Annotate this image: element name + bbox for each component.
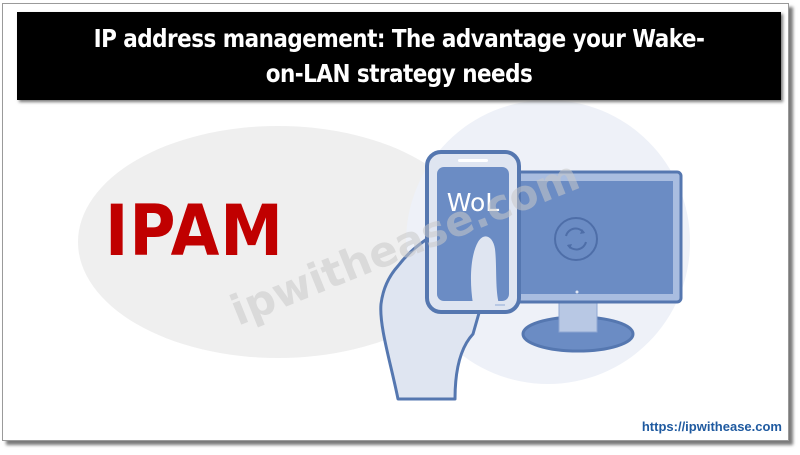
slide-frame: WoL ipwithease.com IP address management… bbox=[2, 3, 789, 441]
title-line-1: IP address management: The advantage you… bbox=[93, 24, 705, 53]
footer-url-link[interactable]: https://ipwithease.com bbox=[641, 419, 782, 434]
title-line-2: on-LAN strategy needs bbox=[265, 59, 533, 88]
finger-icon bbox=[470, 236, 499, 304]
page-title: IP address management: The advantage you… bbox=[70, 21, 727, 91]
phone-label: WoL bbox=[447, 188, 500, 217]
hero-text: IPAM bbox=[105, 190, 284, 272]
title-banner: IP address management: The advantage you… bbox=[17, 12, 781, 100]
illustration: WoL ipwithease.com bbox=[78, 100, 690, 401]
background-ellipse bbox=[78, 126, 478, 358]
refresh-icon bbox=[554, 217, 598, 261]
